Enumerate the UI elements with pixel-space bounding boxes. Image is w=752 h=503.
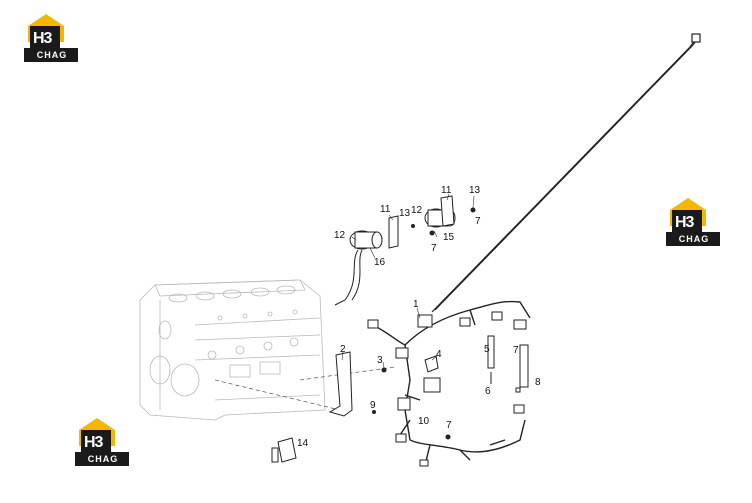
brand-mark: H3 <box>84 434 103 451</box>
brand-logo-right: H3 CHAG <box>666 196 722 246</box>
harness-connectors <box>367 311 527 467</box>
brand-name: CHAG <box>36 50 68 60</box>
fasteners <box>356 207 476 440</box>
callout-9: 9 <box>370 400 376 411</box>
solenoid-15 <box>424 195 456 228</box>
bracket-part-2 <box>328 351 353 417</box>
callout-8: 8 <box>535 377 541 388</box>
callout-16: 16 <box>374 257 386 268</box>
callout-7c: 7 <box>431 243 437 254</box>
callout-7d: 7 <box>475 216 481 227</box>
callout-12a: 12 <box>334 230 346 241</box>
callout-14: 14 <box>297 438 309 449</box>
callout-15: 15 <box>443 232 455 243</box>
callout-13b: 13 <box>469 185 481 196</box>
callout-5: 5 <box>484 344 490 355</box>
callout-11b: 11 <box>441 185 452 196</box>
callout-7a: 7 <box>513 345 519 356</box>
brand-name: CHAG <box>87 454 119 464</box>
brand-mark: H3 <box>33 30 52 47</box>
house-logo-icon <box>666 198 720 246</box>
callout-labels: 1 2 3 4 5 6 7 7 7 7 8 9 10 11 11 12 12 1… <box>297 185 541 449</box>
callout-1: 1 <box>413 299 419 310</box>
callout-2: 2 <box>340 344 346 355</box>
brand-mark: H3 <box>675 214 694 231</box>
solenoid-16 <box>334 215 399 306</box>
callout-6: 6 <box>485 386 491 397</box>
brand-logo-bottom-left: H3 CHAG <box>75 416 131 466</box>
brand-logo-top-left: H3 CHAG <box>24 12 80 62</box>
house-logo-icon <box>75 418 129 466</box>
callout-10: 10 <box>418 416 430 427</box>
callout-13a: 13 <box>399 208 411 219</box>
long-wire <box>431 33 701 313</box>
house-logo-icon <box>24 14 78 62</box>
sensor-parts <box>487 335 529 393</box>
callout-4: 4 <box>436 349 442 360</box>
bracket-part-4 <box>424 355 439 373</box>
leader-lines <box>341 193 475 369</box>
brand-name: CHAG <box>678 234 710 244</box>
callout-12b: 12 <box>411 205 423 216</box>
callout-7b: 7 <box>446 420 452 431</box>
bracket-part-14 <box>271 437 297 463</box>
callout-11a: 11 <box>380 204 391 215</box>
callout-3: 3 <box>377 355 383 366</box>
projection-lines <box>214 366 396 411</box>
engine-block <box>139 279 326 421</box>
